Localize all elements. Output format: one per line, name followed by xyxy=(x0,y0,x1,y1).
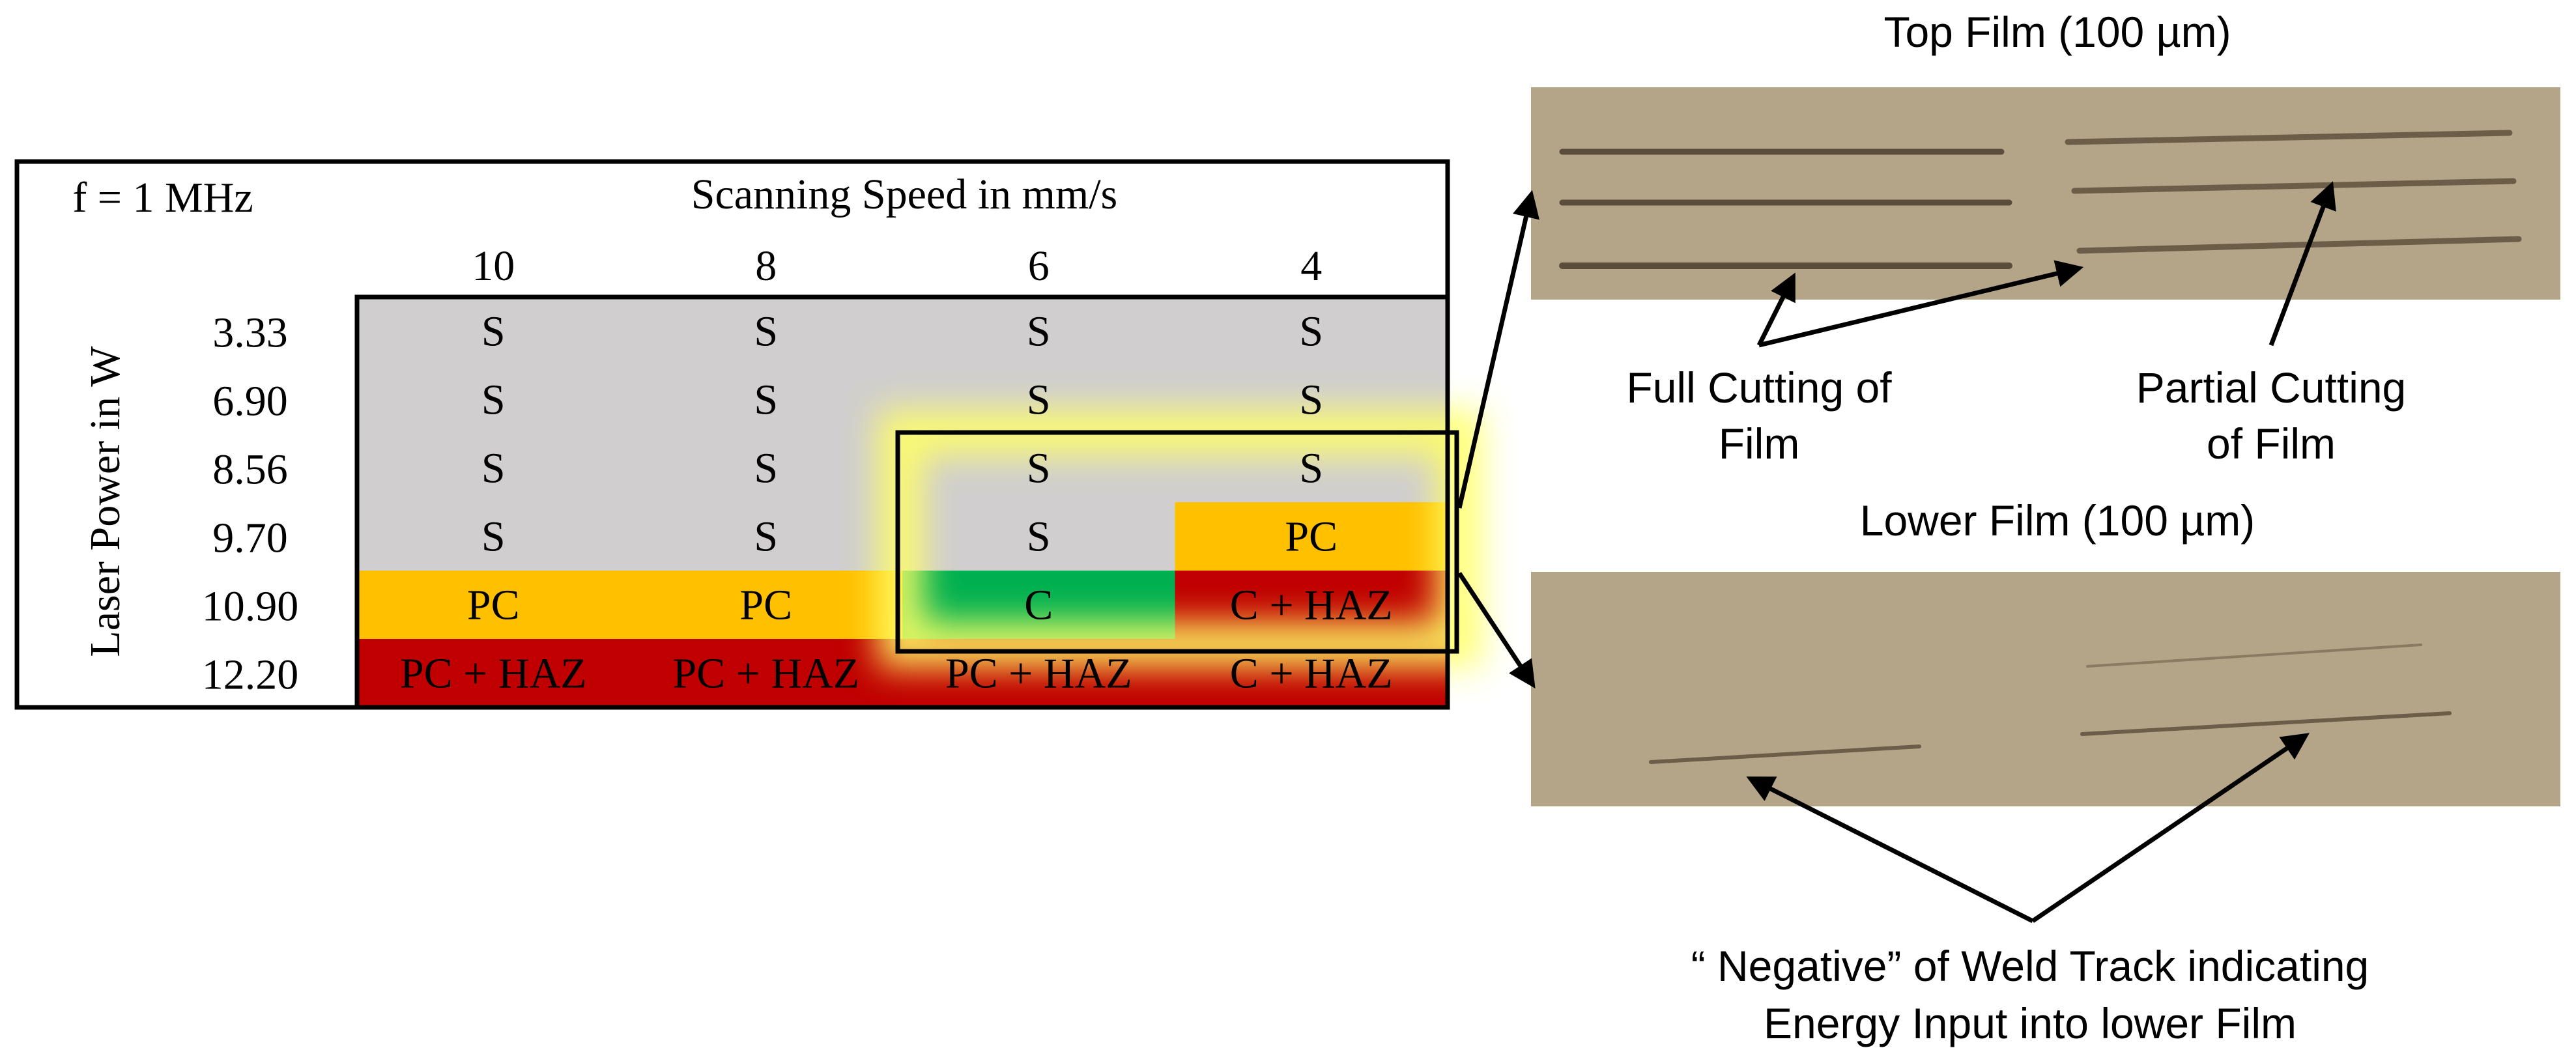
arrow-table-to-lower-photo xyxy=(1457,572,1536,689)
partial-cutting-label-line2: of Film xyxy=(2207,419,2336,468)
table-cell: S xyxy=(1027,513,1051,561)
power-header: Laser Power in W xyxy=(81,346,129,657)
speed-tick-label: 4 xyxy=(1300,242,1322,290)
table-cell: S xyxy=(481,513,506,561)
weld-track xyxy=(2071,178,2517,194)
negative-label-line1: “ Negative” of Weld Track indicating xyxy=(1691,942,2369,990)
data-region-frame xyxy=(354,294,1450,710)
table-cell: S xyxy=(754,445,778,492)
table-cell: S xyxy=(754,376,778,424)
negative-weld-track xyxy=(1649,744,1921,764)
speed-header: Scanning Speed in mm/s xyxy=(691,171,1117,218)
arrow-full-cut-right xyxy=(1758,260,2084,348)
table-cell: S xyxy=(1299,445,1323,492)
table-cell: S xyxy=(1027,376,1051,424)
table-cell: PC xyxy=(739,582,792,629)
lower-film-title: Lower Film (100 µm) xyxy=(1860,496,2255,545)
top-film-photo xyxy=(1531,87,2560,300)
table-cell-bg xyxy=(357,297,630,366)
table-cell-bg xyxy=(629,365,903,434)
power-tick-labels: 3.33 6.90 8.56 9.70 10.90 12.20 xyxy=(202,309,299,699)
table-cell: PC + HAZ xyxy=(672,650,859,698)
highlight-box xyxy=(895,430,1459,654)
table-cell: S xyxy=(754,513,778,561)
table-cell: S xyxy=(481,376,506,424)
table-cell-bg xyxy=(629,297,903,366)
partial-cutting-label-line1: Partial Cutting xyxy=(2136,363,2407,412)
weld-track xyxy=(2065,130,2513,145)
table-cell-bg xyxy=(357,639,630,708)
table-cell-bg xyxy=(902,502,1175,571)
speed-tick-labels: 10 8 6 4 xyxy=(472,242,1322,290)
top-film-title: Top Film (100 µm) xyxy=(1883,8,2231,56)
full-cutting-label-line2: Film xyxy=(1719,419,1800,468)
table-cell: PC + HAZ xyxy=(945,650,1132,698)
frequency-label: f = 1 MHz xyxy=(72,174,253,221)
table-cell: S xyxy=(481,445,506,492)
table-cell-bg xyxy=(357,502,630,571)
speed-tick-label: 10 xyxy=(472,242,515,290)
power-tick-label: 6.90 xyxy=(212,378,288,425)
arrow-negative-left xyxy=(1746,776,2034,924)
arrow-partial-cut xyxy=(2268,181,2336,347)
table-cell-bg xyxy=(629,639,903,708)
table-cell-bg xyxy=(357,434,630,503)
power-tick-label: 3.33 xyxy=(212,309,288,357)
table-cell-bg xyxy=(357,571,630,640)
power-tick-label: 12.20 xyxy=(202,651,299,699)
negative-label-line2: Energy Input into lower Film xyxy=(1764,999,2297,1047)
full-cutting-label-line1: Full Cutting of xyxy=(1626,363,1892,412)
table-cell: S xyxy=(1299,376,1323,424)
table-cell: C + HAZ xyxy=(1230,650,1393,698)
table-cell-bg xyxy=(902,297,1175,366)
table-cell: PC xyxy=(1285,513,1338,561)
negative-weld-track xyxy=(2080,711,2452,736)
table-cell-bg xyxy=(629,571,903,640)
table-cell: C xyxy=(1024,582,1053,629)
weld-track xyxy=(2076,236,2522,254)
table-cell: S xyxy=(1027,308,1051,356)
table-cell: S xyxy=(754,308,778,356)
power-tick-label: 9.70 xyxy=(212,515,288,562)
parameter-table: f = 1 MHz Scanning Speed in mm/s Laser P… xyxy=(14,159,1482,710)
table-cell: PC xyxy=(467,582,520,629)
table-cell-bg xyxy=(1175,297,1448,366)
negative-weld-track xyxy=(2086,644,2422,668)
lower-film-photo xyxy=(1531,572,2560,806)
power-tick-label: 8.56 xyxy=(212,446,288,494)
power-tick-label: 10.90 xyxy=(202,583,299,631)
table-cell: S xyxy=(481,308,506,356)
annotation-arrows xyxy=(1457,181,2336,924)
table-cell-bg xyxy=(1175,502,1448,571)
table-cell: S xyxy=(1027,445,1051,492)
arrow-negative-right xyxy=(2031,733,2310,923)
table-cell-bg xyxy=(629,502,903,571)
table-cell: PC + HAZ xyxy=(400,650,587,698)
arrow-table-to-top-photo xyxy=(1457,190,1539,509)
table-cell-bg xyxy=(357,365,630,434)
table-cell: S xyxy=(1299,308,1323,356)
speed-tick-label: 6 xyxy=(1028,242,1050,290)
speed-tick-label: 8 xyxy=(755,242,777,290)
table-cell-bg xyxy=(629,434,903,503)
table-cell: C + HAZ xyxy=(1230,582,1393,629)
arrow-full-cut-left xyxy=(1756,272,1796,347)
